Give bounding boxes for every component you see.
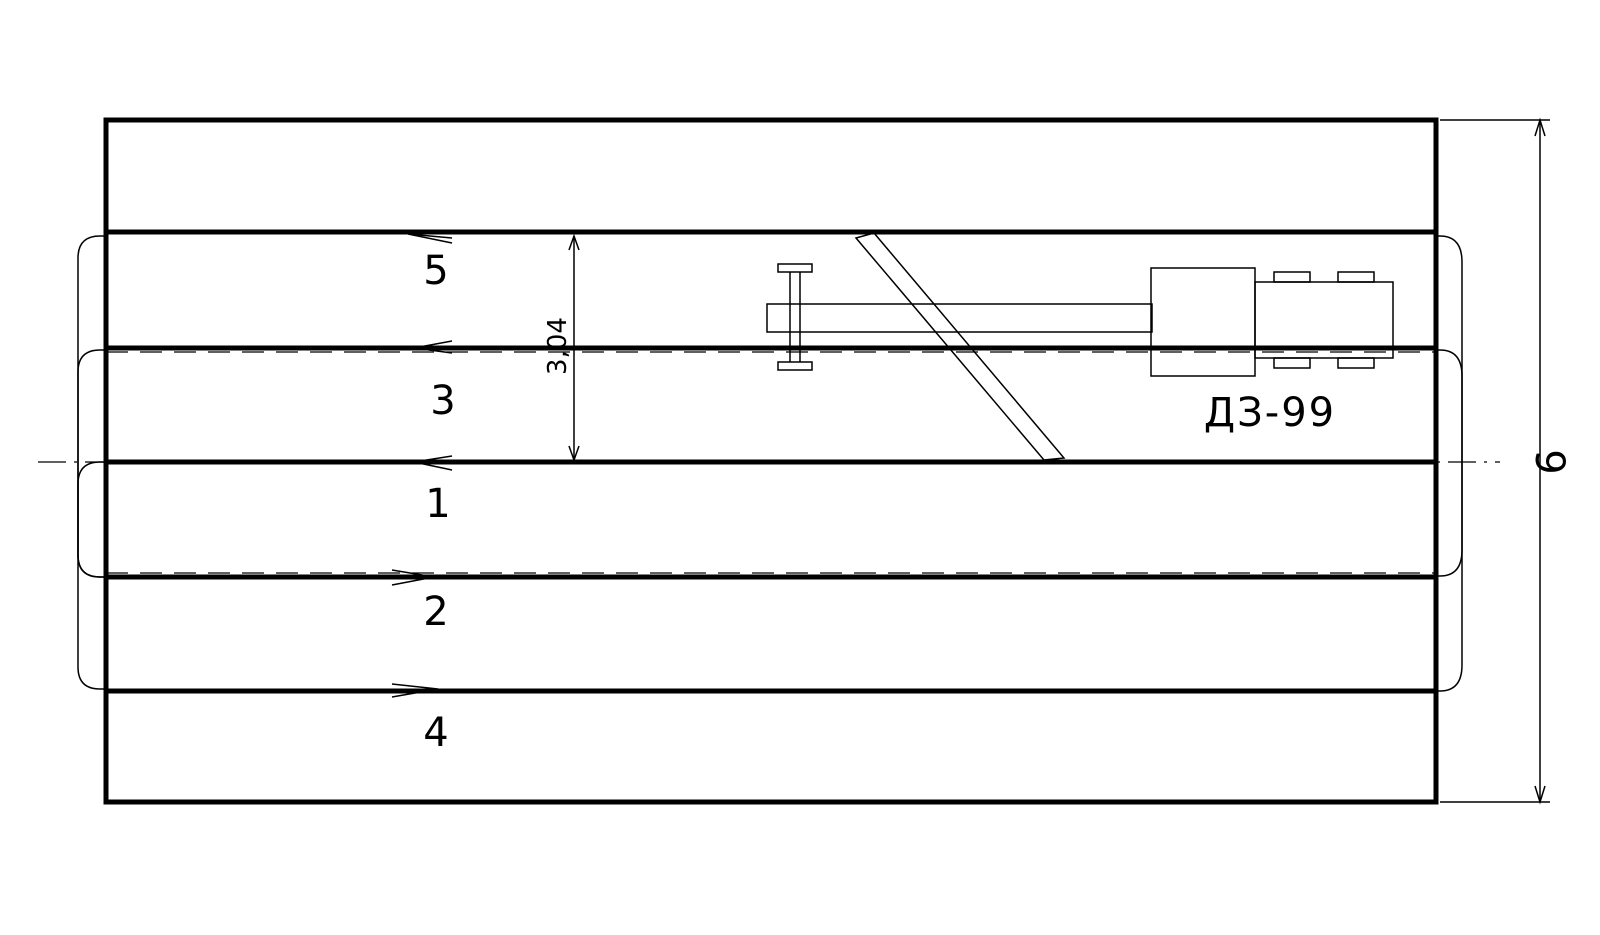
grader-frame: [766, 303, 1153, 333]
inner-width-value: 3,04: [543, 317, 573, 375]
grader-engine: [1254, 281, 1394, 359]
rear-wheel-4: [1337, 357, 1375, 369]
turn-loop-left-mid: [77, 349, 106, 690]
front-wheel-bottom: [777, 361, 813, 371]
inner-width-dimension: 3,04: [543, 233, 580, 463]
front-wheel-top: [777, 263, 813, 273]
grader-blade: [854, 232, 1066, 461]
grader-cab: [1150, 267, 1256, 377]
pass-label-1: 1: [425, 481, 450, 527]
direction-arrow-pass-1: [413, 455, 453, 471]
machine-label: ДЗ-99: [1204, 390, 1336, 436]
direction-arrow-pass-3: [413, 340, 453, 354]
turn-loop-right-top: [1436, 235, 1463, 577]
turn-loop-left-inner: [77, 461, 106, 578]
total-width-dimension: 9: [1440, 117, 1572, 805]
rear-wheel-1: [1273, 271, 1311, 283]
total-width-value: 9: [1526, 449, 1572, 474]
pass-label-2: 2: [423, 589, 448, 635]
direction-arrow-pass-4: [391, 683, 439, 698]
rear-wheel-3: [1273, 357, 1311, 369]
pass-label-4: 4: [423, 710, 448, 756]
pass-label-3: 3: [430, 378, 455, 424]
direction-arrow-pass-2: [391, 569, 435, 586]
rear-wheel-2: [1337, 271, 1375, 283]
motor-grader: [766, 232, 1394, 461]
pass-label-5: 5: [423, 248, 448, 294]
turn-loop-right-mid: [1436, 349, 1463, 692]
turn-loop-left-top: [77, 235, 106, 578]
direction-arrow-pass-5: [407, 233, 453, 244]
